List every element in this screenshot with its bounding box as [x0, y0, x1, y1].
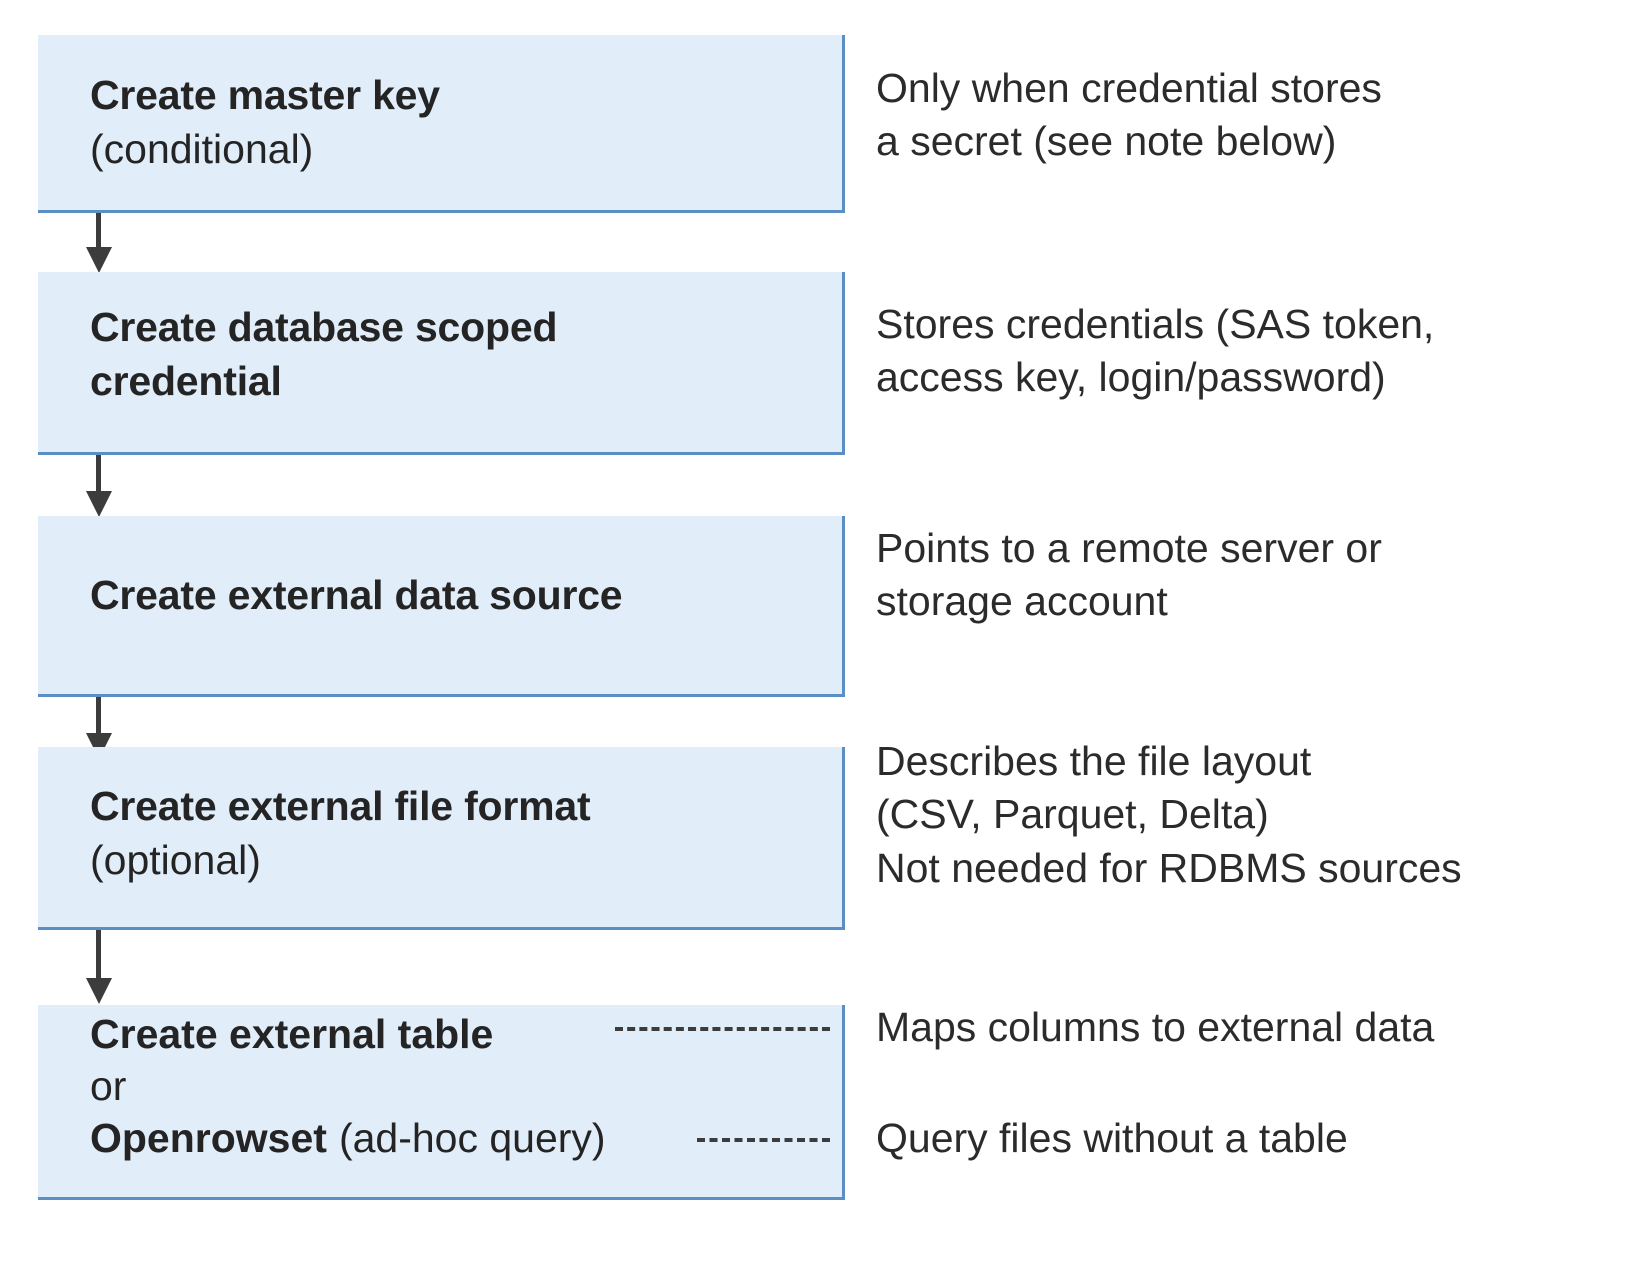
- arrow-down-2: [86, 455, 112, 517]
- step-box-create-external-file-format[interactable]: Create external file format (optional): [38, 747, 845, 930]
- final-option-one-row: Create external table: [90, 1011, 493, 1058]
- step-subtitle: (conditional): [90, 126, 314, 173]
- final-separator-row: or: [90, 1063, 126, 1110]
- step-note-create-external-data-source: Points to a remote server or storage acc…: [876, 525, 1382, 625]
- final-separator-label: or: [90, 1063, 127, 1109]
- step-title: Create external file format: [90, 783, 591, 829]
- final-note-option-one: Maps columns to external data: [876, 1004, 1435, 1050]
- dashed-leader-option-one: [615, 1027, 830, 1031]
- arrow-down-4: [86, 930, 112, 1005]
- step-box-create-external-data-source[interactable]: Create external data source: [38, 516, 845, 697]
- final-option-two-row: Openrowset(ad-hoc query): [90, 1115, 606, 1162]
- step-subtitle: (optional): [90, 837, 261, 884]
- step-title: Create database scoped credential: [90, 304, 558, 405]
- step-box-create-external-table-or-openrowset[interactable]: Create external table or Openrowset(ad-h…: [38, 1005, 845, 1200]
- step-note-create-external-file-format: Describes the file layout (CSV, Parquet,…: [876, 738, 1462, 891]
- step-box-create-master-key[interactable]: Create master key (conditional): [38, 35, 845, 213]
- step-box-create-database-scoped-credential[interactable]: Create database scoped credential: [38, 272, 845, 455]
- final-option-one-title: Create external table: [90, 1011, 494, 1057]
- step-note-create-master-key: Only when credential stores a secret (se…: [876, 65, 1382, 165]
- step-title: Create master key: [90, 72, 440, 118]
- final-option-two-title: Openrowset: [90, 1115, 327, 1161]
- step-title: Create external data source: [90, 572, 623, 618]
- arrow-down-1: [86, 213, 112, 273]
- final-option-two-suffix: (ad-hoc query): [338, 1115, 606, 1161]
- step-note-create-database-scoped-credential: Stores credentials (SAS token, access ke…: [876, 301, 1435, 401]
- dashed-leader-option-two: [697, 1138, 830, 1142]
- final-note-option-two: Query files without a table: [876, 1115, 1348, 1161]
